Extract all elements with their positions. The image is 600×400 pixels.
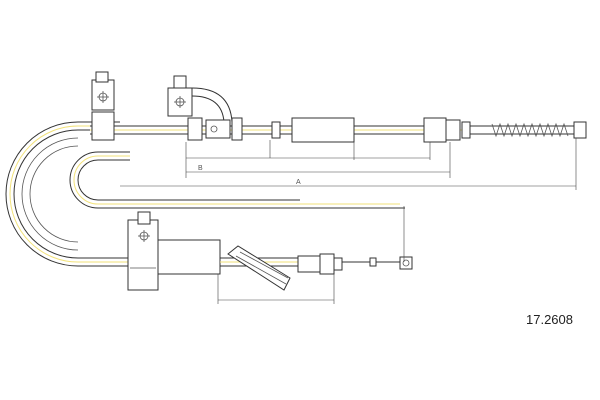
middle-sleeve (271, 117, 355, 143)
upper-left-bracket (91, 71, 115, 141)
lower-cable-run (220, 245, 413, 291)
lower-bracket (127, 211, 221, 291)
cable-outer-loop (5, 121, 190, 267)
dimension-lines (120, 138, 577, 304)
right-end-fitting (423, 117, 587, 143)
elbow-bracket (167, 75, 243, 141)
part-number: 17.2608 (526, 312, 573, 327)
cable-inner-loop (69, 151, 405, 209)
dimension-label-b: B (198, 165, 203, 172)
dimension-label-a: A (296, 179, 301, 186)
